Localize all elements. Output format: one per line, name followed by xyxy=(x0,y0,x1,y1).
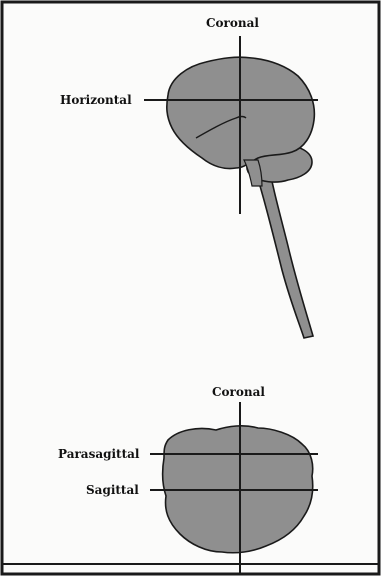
horizontal-label: Horizontal xyxy=(60,93,132,107)
top-view: Coronal Parasagittal Sagittal xyxy=(58,385,318,574)
lateral-view: Coronal Horizontal xyxy=(60,16,318,338)
coronal-label-top: Coronal xyxy=(212,385,265,399)
spinal-cord xyxy=(252,160,313,338)
parasagittal-label: Parasagittal xyxy=(58,447,140,461)
coronal-label-lateral: Coronal xyxy=(206,16,259,30)
sagittal-label: Sagittal xyxy=(86,483,139,497)
brainstem xyxy=(244,160,262,186)
